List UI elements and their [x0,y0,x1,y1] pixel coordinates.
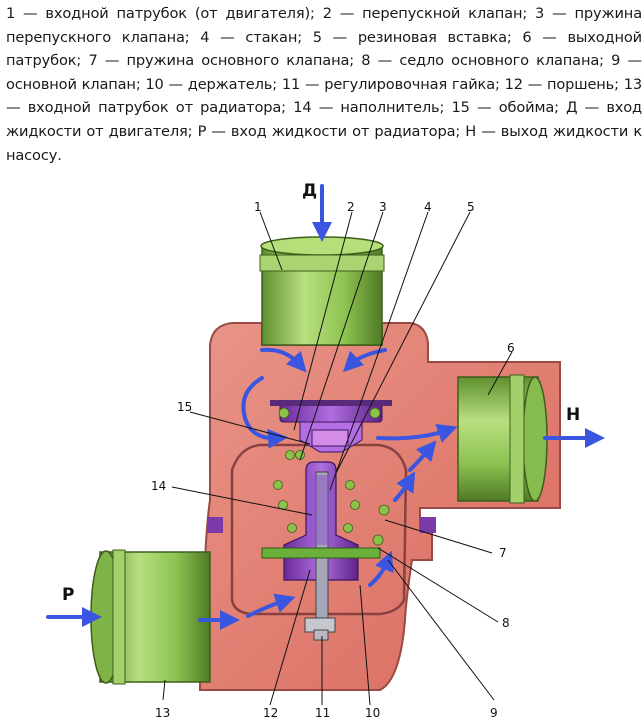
radiator-inlet-pipe [90,549,211,685]
flow-arrow-inner-left-1 [260,347,307,373]
caption-text: 1 — входной патрубок (от двигателя); 2 —… [6,5,642,164]
engine-inlet-pipe [259,236,385,346]
callout-9: 9 [490,706,498,720]
callout-3: 3 [379,200,387,214]
flow-arrow-radiator-2 [246,593,296,618]
callout-4: 4 [424,200,432,214]
flow-label-radiator: Р [62,585,74,605]
flow-label-pump: Н [566,405,580,425]
callout-13: 13 [155,706,170,720]
flow-arrow-right-rise [408,440,437,472]
callout-5: 5 [467,200,475,214]
flow-arrow-left-sweep [241,376,288,449]
holder-top [311,429,349,447]
flow-arrow-right-sweep [376,423,458,443]
thermostat-diagram: 1 2 3 4 5 6 15 14 7 8 9 10 11 12 13 Д Р … [46,181,605,720]
filler-core [310,475,332,545]
callout-2: 2 [347,200,355,214]
callout-10: 10 [365,706,380,720]
callout-7: 7 [499,546,507,560]
flange-right [420,517,436,533]
callout-1: 1 [254,200,262,214]
flow-arrow-right-mid [393,471,416,502]
callout-8: 8 [502,616,510,630]
main-valve-seat [261,547,381,559]
callout-14: 14 [151,479,166,493]
flow-arrow-inner-right-1 [342,348,387,373]
leader-lines [162,211,513,706]
flow-arrows [46,184,605,630]
flange-left [207,517,223,533]
callout-11: 11 [315,706,330,720]
callout-15: 15 [177,400,192,414]
flow-label-engine: Д [302,181,317,201]
callout-12: 12 [263,706,278,720]
nut-bolt [313,629,329,641]
bypass-seat [270,400,392,406]
inner-chamber [230,443,408,616]
callout-6: 6 [507,341,515,355]
outlet-pipe [457,374,548,504]
flow-arrow-bottom-right [368,550,394,587]
